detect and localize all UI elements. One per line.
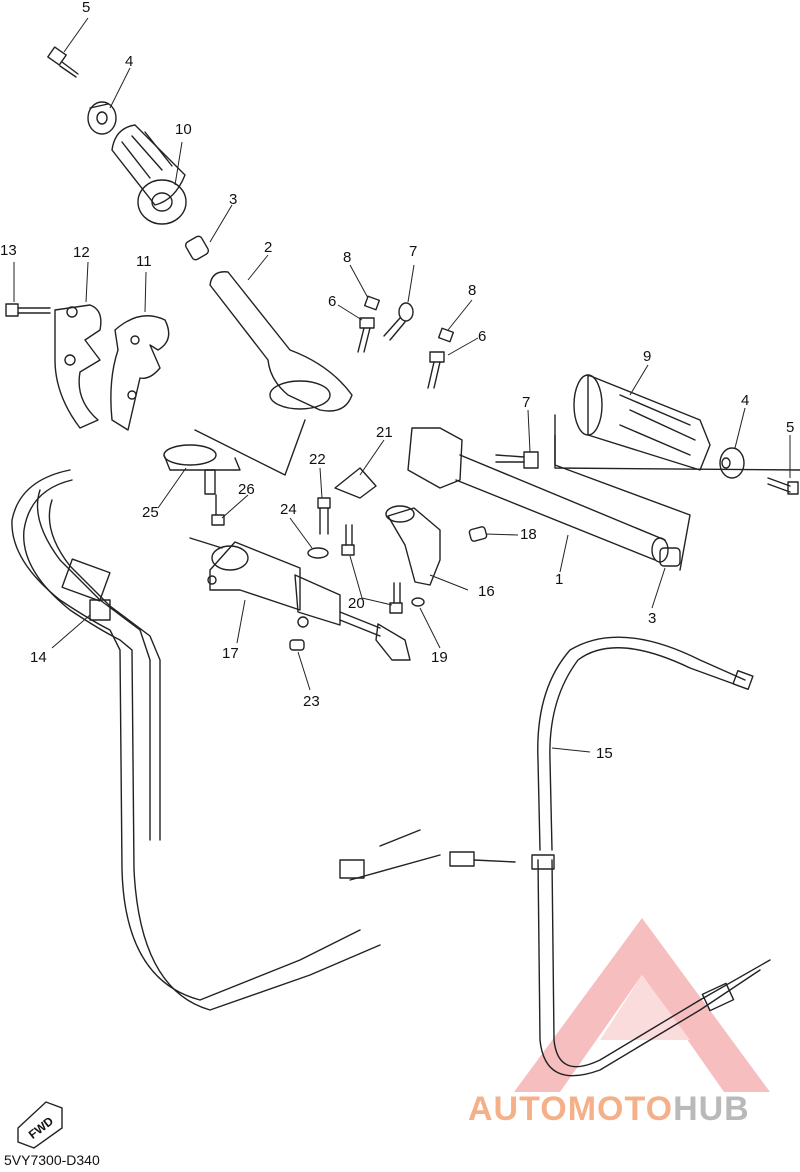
diagram-code: 5VY7300-D340 [4, 1152, 100, 1168]
callout-14: 14 [30, 649, 47, 666]
callout-26: 26 [238, 481, 255, 498]
callout-12: 12 [73, 244, 90, 261]
switch-cover-part-11 [110, 315, 170, 431]
bolt-part-22 [317, 497, 331, 535]
callout-18: 18 [520, 526, 537, 543]
callout-11: 11 [136, 253, 152, 270]
callout-9: 9 [643, 348, 652, 365]
plug-part-3-left [184, 235, 210, 261]
watermark-text: AUTOMOTOHUB [468, 1090, 750, 1129]
steering-damper-part-17 [189, 537, 411, 661]
bolt-part-6-right [427, 351, 445, 389]
callout-4-right: 4 [741, 392, 750, 409]
callout-16: 16 [478, 583, 495, 600]
bolt-part-20-upper [341, 524, 355, 556]
screw-part-13 [5, 303, 51, 317]
plug-part-3-right [659, 547, 681, 567]
callout-20: 20 [348, 595, 365, 612]
watermark-text-part2: HUB [673, 1090, 750, 1128]
callout-13: 13 [0, 242, 17, 259]
callout-19: 19 [431, 649, 448, 666]
leader-bracket-left [194, 419, 306, 476]
bracket-part-21 [334, 467, 377, 499]
callout-23: 23 [303, 693, 320, 710]
callout-22: 22 [309, 451, 326, 468]
callout-5-right: 5 [786, 419, 795, 436]
nut-part-18 [468, 526, 488, 542]
watermark-logo [514, 918, 770, 1092]
switch-cover-part-12 [54, 304, 102, 429]
bolt-part-5-right [767, 477, 799, 495]
watermark-text-part1: AUTOMOTO [468, 1090, 674, 1128]
callout-7-lower: 7 [522, 394, 531, 411]
callout-3-upper: 3 [229, 191, 238, 208]
bar-end-weight-part-4-right [719, 447, 745, 479]
bolt-part-5-left [47, 46, 79, 78]
callout-24: 24 [280, 501, 297, 518]
callout-6-right: 6 [478, 328, 487, 345]
callout-2: 2 [264, 239, 273, 256]
washer-part-24 [307, 547, 329, 559]
leader-lines [13, 17, 791, 753]
collar-part-23 [289, 639, 305, 651]
bolt-part-26 [211, 494, 225, 526]
washer-part-19 [411, 597, 425, 607]
leader-bracket-grip [554, 414, 800, 471]
left-handlebar-part-2 [209, 271, 353, 412]
grip-part-10 [111, 124, 187, 225]
clamp-part-25 [163, 444, 241, 495]
callout-21: 21 [376, 424, 393, 441]
cable-part-15 [531, 636, 771, 1077]
callout-25: 25 [142, 504, 159, 521]
callout-5-left: 5 [82, 0, 91, 16]
bolt-part-7-right [495, 451, 539, 469]
callout-3-lower: 3 [648, 610, 657, 627]
right-handlebar-part-1 [407, 427, 669, 563]
nut-part-8-right [437, 327, 455, 343]
grip-part-9 [573, 374, 711, 471]
callout-8-right: 8 [468, 282, 477, 299]
callout-1: 1 [555, 571, 564, 588]
callout-6-left: 6 [328, 293, 337, 310]
forward-arrow-icon: FWD [17, 1101, 63, 1149]
bar-end-weight-part-4-left [87, 101, 117, 135]
callout-8-left: 8 [343, 249, 352, 266]
callout-4-left: 4 [125, 53, 134, 70]
bolt-part-20-lower [389, 582, 403, 614]
damper-bracket-part-16 [385, 505, 441, 586]
callout-10: 10 [175, 121, 192, 138]
callout-17: 17 [222, 645, 239, 662]
bolt-part-7-upper-left [383, 302, 414, 341]
callout-7-upper: 7 [409, 243, 418, 260]
bolt-part-6-upper-left [357, 317, 375, 353]
callout-15: 15 [596, 745, 613, 762]
nut-part-8-upper-left [363, 295, 381, 311]
